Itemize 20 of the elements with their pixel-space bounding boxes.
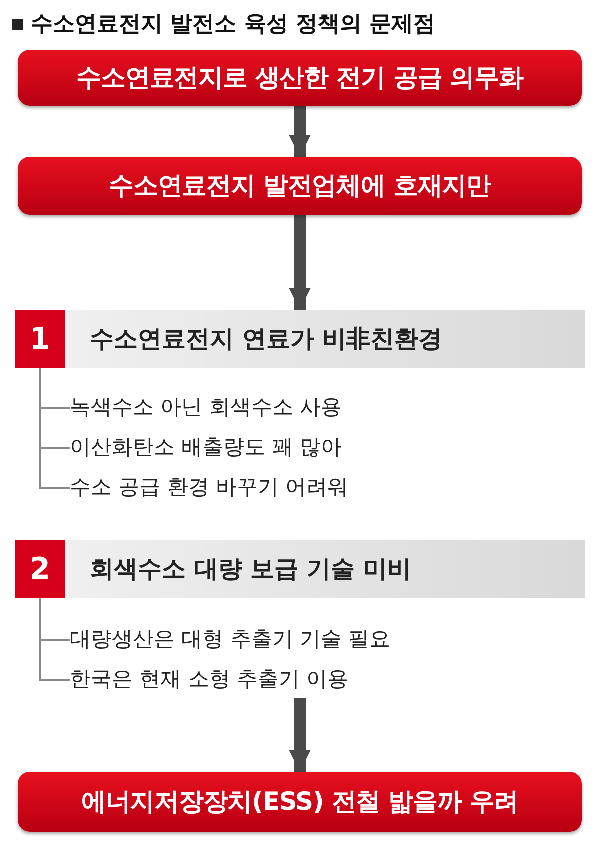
- title: 수소연료전지 발전소 육성 정책의 문제점: [31, 11, 436, 39]
- banner-box: 수소연료전지로 생산한 전기 공급 의무화: [18, 50, 582, 106]
- banner-box: 에너지저장장치(ESS) 전철 밟을까 우려: [18, 772, 582, 832]
- band-text: 회색수소 대량 보급 기술 미비: [90, 554, 412, 585]
- band-text: 수소연료전지 연료가 비非친환경: [90, 324, 443, 355]
- number-marker: 2: [15, 540, 65, 598]
- tree-line: [39, 368, 70, 489]
- list-item: 한국은 현재 소형 추출기 이용: [70, 662, 520, 698]
- arrow: [289, 698, 311, 772]
- section-band: [15, 540, 585, 598]
- section-band: [15, 310, 585, 368]
- list-item: 녹색수소 아닌 회색수소 사용: [70, 390, 520, 426]
- arrow: [289, 106, 311, 157]
- list-item: 수소 공급 환경 바꾸기 어려워: [70, 470, 520, 506]
- list-item: 이산화탄소 배출량도 꽤 많아: [70, 430, 520, 466]
- arrow: [289, 215, 311, 310]
- tree-line: [39, 598, 70, 681]
- banner-box: 수소연료전지 발전업체에 호재지만: [18, 157, 582, 215]
- number-marker: 1: [15, 310, 65, 368]
- list-item: 대량생산은 대형 추출기 기술 필요: [70, 622, 520, 658]
